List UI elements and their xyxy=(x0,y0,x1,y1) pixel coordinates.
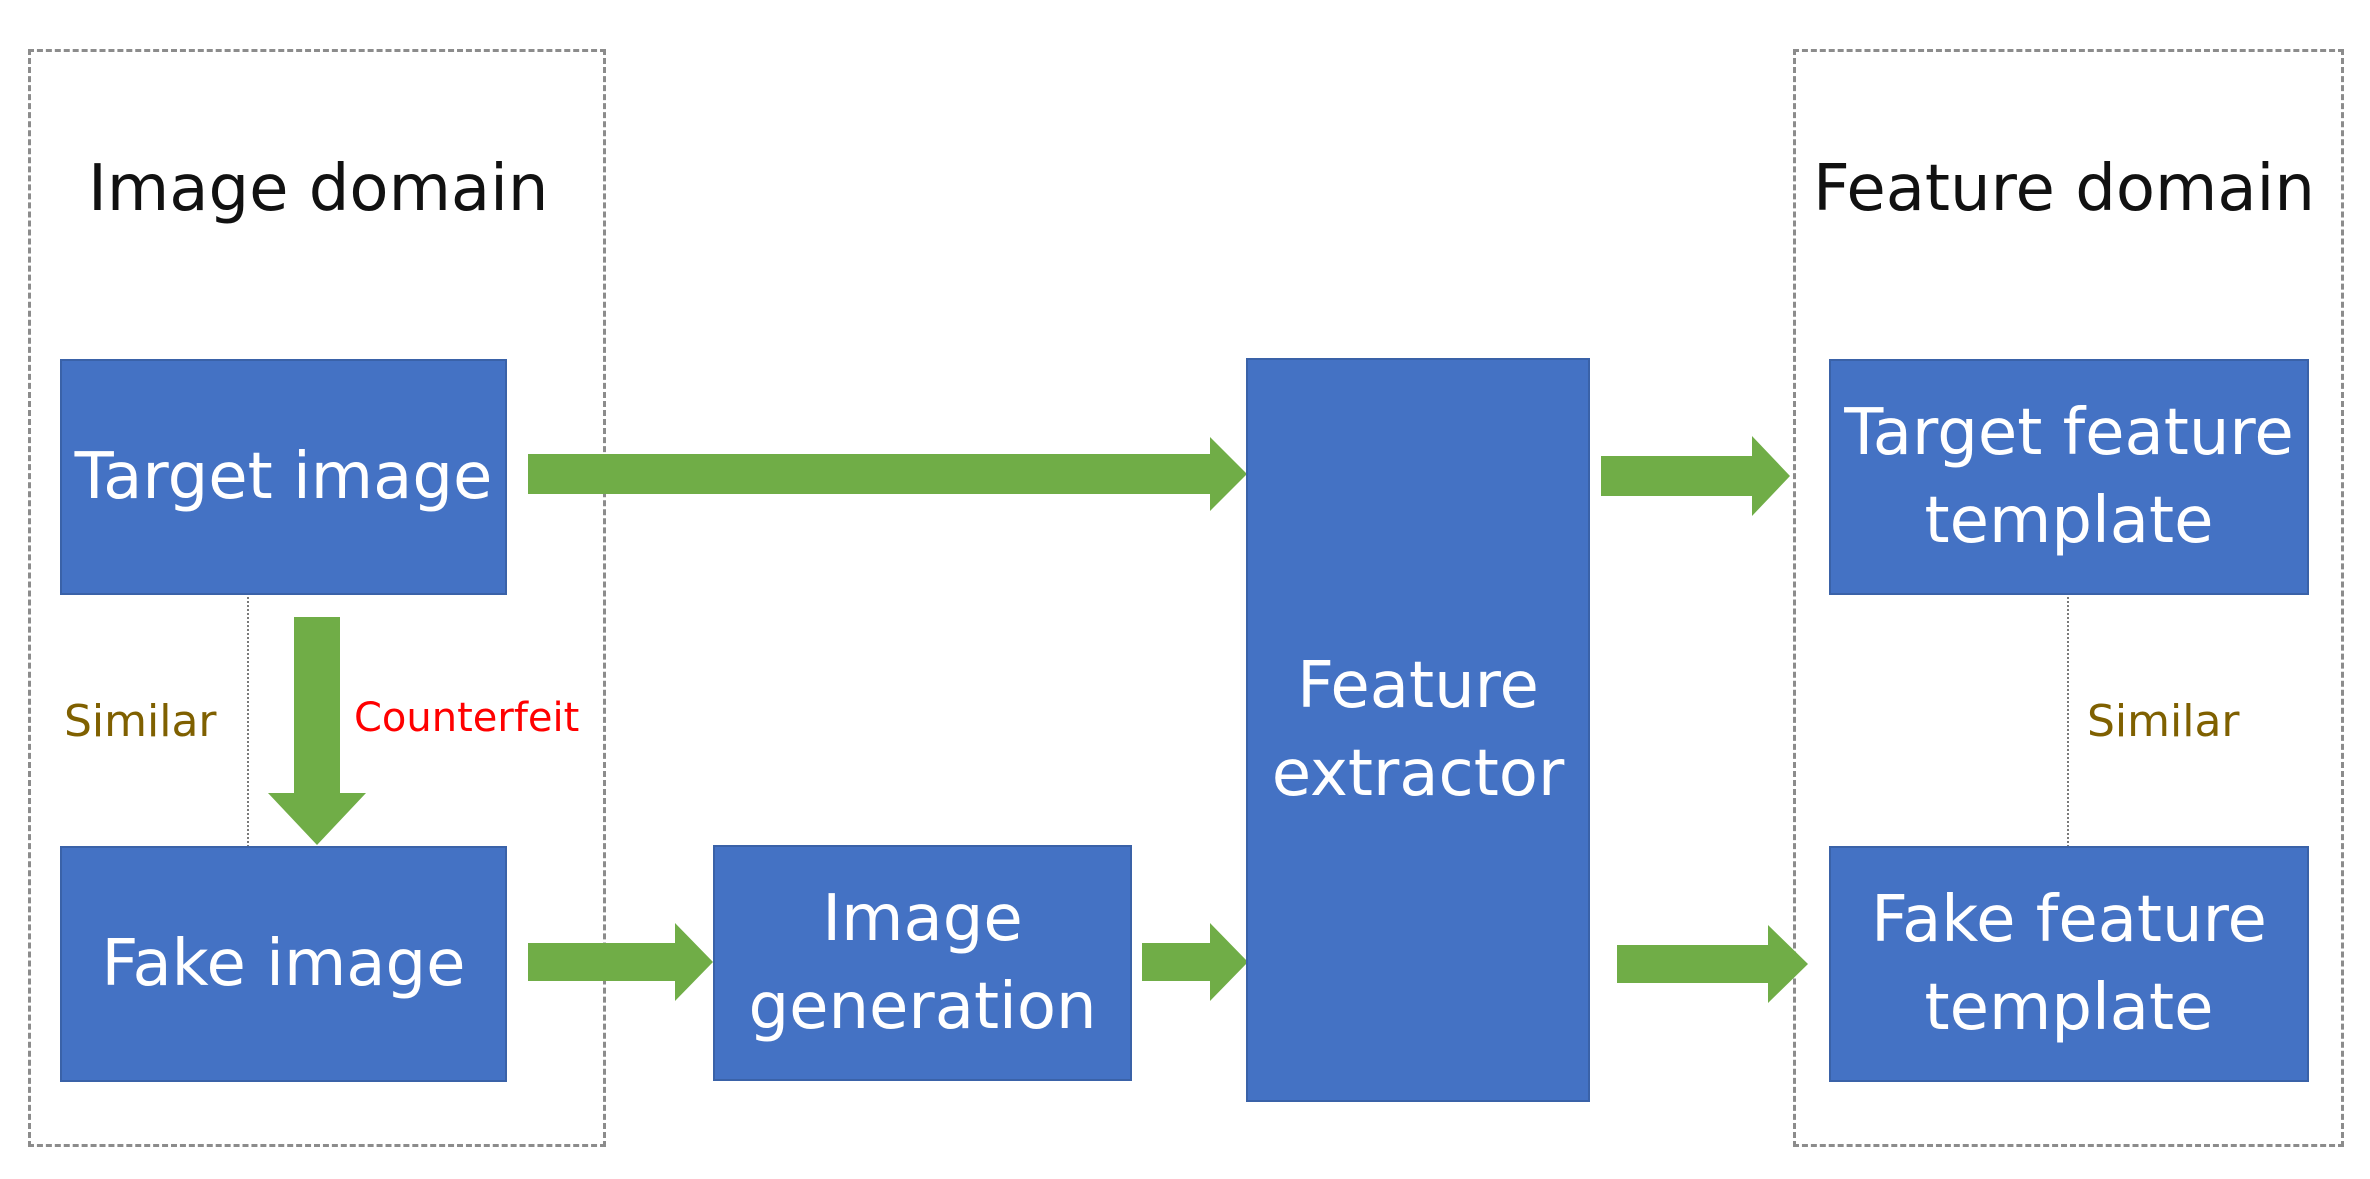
feature-domain-region xyxy=(1793,49,2344,1147)
counterfeit-label: Counterfeit xyxy=(354,695,580,741)
image-domain-region xyxy=(28,49,606,1147)
target-feature-template-label-line-1: Target feature xyxy=(1844,395,2294,470)
feature-extractor-label-line-2: extractor xyxy=(1271,737,1565,811)
image-generation-box: Image generation xyxy=(713,845,1132,1081)
target-feature-template-box: Target feature template xyxy=(1829,359,2309,595)
similar-label-right: Similar xyxy=(2087,696,2240,747)
arrow-target-image-to-fake-image xyxy=(268,617,366,845)
image-domain-title: Image domain xyxy=(88,152,549,226)
target-feature-template-label-line-2: template xyxy=(1924,484,2214,558)
target-image-label: Target image xyxy=(74,439,493,514)
image-generation-label-line-2: generation xyxy=(748,970,1097,1044)
fake-feature-template-label-line-1: Fake feature xyxy=(1871,882,2267,957)
similar-link-line-right xyxy=(2067,593,2069,847)
fake-image-label: Fake image xyxy=(101,926,466,1001)
arrow-fake-image-to-image-generation xyxy=(528,923,713,1001)
image-generation-label-line-1: Image xyxy=(822,881,1023,956)
similar-label-left: Similar xyxy=(64,696,217,747)
arrow-image-generation-to-feature-extractor xyxy=(1142,923,1248,1001)
arrow-target-image-to-feature-extractor xyxy=(528,437,1247,511)
feature-extractor-box: Feature extractor xyxy=(1246,358,1590,1102)
arrow-feature-extractor-to-fake-feature-template xyxy=(1617,925,1808,1003)
fake-image-box: Fake image xyxy=(60,846,507,1082)
target-image-box: Target image xyxy=(60,359,507,595)
feature-domain-title: Feature domain xyxy=(1813,152,2315,226)
similar-link-line-left xyxy=(247,593,249,847)
fake-feature-template-box: Fake feature template xyxy=(1829,846,2309,1082)
fake-feature-template-label-line-2: template xyxy=(1924,971,2214,1045)
feature-extractor-label-line-1: Feature xyxy=(1297,648,1539,723)
arrow-feature-extractor-to-target-feature-template xyxy=(1601,436,1790,516)
